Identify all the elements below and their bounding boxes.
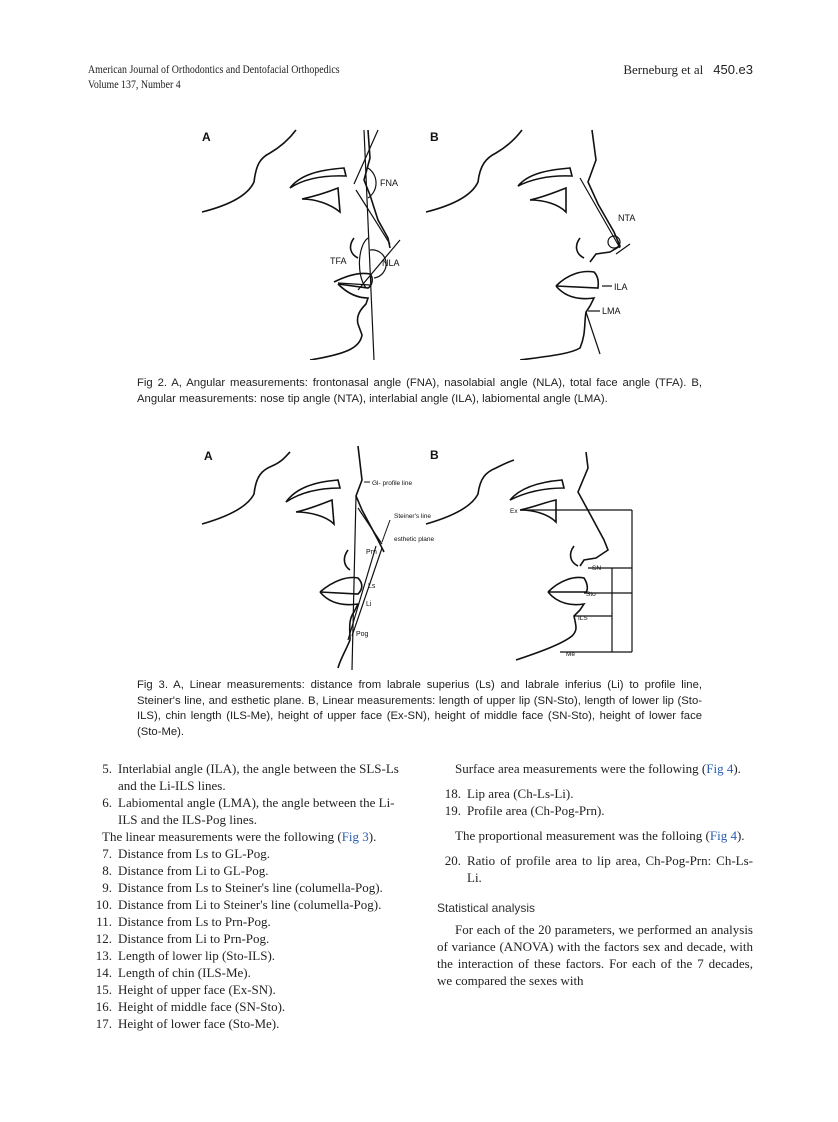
statistical-analysis-paragraph: For each of the 20 parameters, we perfor… xyxy=(437,922,753,988)
annotation-ila: ILA xyxy=(614,282,628,292)
list-item: 10.Distance from Li to Steiner's line (c… xyxy=(95,897,382,912)
figure-2-caption: Fig 2. A, Angular measurements: frontona… xyxy=(137,377,702,405)
right-column: Surface area measurements were the follo… xyxy=(437,760,753,989)
annotation-nta: NTA xyxy=(618,213,635,223)
list-item: 9.Distance from Ls to Steiner's line (co… xyxy=(102,880,383,895)
panel-label-a: A xyxy=(202,130,211,144)
page-number: 450.e3 xyxy=(713,62,753,77)
annotation-lma: LMA xyxy=(602,306,621,316)
list-item: 18.Lip area (Ch-Ls-Li). xyxy=(444,786,574,801)
list-item: 14.Length of chin (ILS-Me). xyxy=(95,965,251,980)
running-header-journal: American Journal of Orthodontics and Den… xyxy=(88,63,340,93)
running-header-page: Berneburg et al 450.e3 xyxy=(623,62,753,78)
annotation-steiners-line: Steiner's line xyxy=(394,513,431,520)
fig-4-link[interactable]: Fig 4 xyxy=(709,828,737,843)
fig-4-link[interactable]: Fig 4 xyxy=(706,761,734,776)
list-item: 7.Distance from Ls to GL-Pog. xyxy=(102,846,271,861)
figure-2b-panel: B NTA ILA LMA xyxy=(425,129,635,360)
fig-3-link[interactable]: Fig 3 xyxy=(341,829,369,844)
list-item: 8.Distance from Li to GL-Pog. xyxy=(102,863,269,878)
section-heading-statistical-analysis: Statistical analysis xyxy=(437,901,536,915)
figure-3b-panel: B Ex SN Sto ILS Me xyxy=(425,448,633,661)
annotation-li: Li xyxy=(366,601,372,608)
proportional-list: 20.Ratio of profile area to lip area, Ch… xyxy=(437,852,753,886)
list-item: 5.Interlabial angle (ILA), the angle bet… xyxy=(102,761,399,793)
list-item: 20.Ratio of profile area to lip area, Ch… xyxy=(444,853,753,885)
linear-measurement-list: 7.Distance from Ls to GL-Pog. 8.Distance… xyxy=(88,845,404,1032)
proportional-intro: The proportional measurement was the fol… xyxy=(455,828,745,843)
annotation-ils: ILS xyxy=(578,615,588,622)
annotation-ex: Ex xyxy=(510,508,518,515)
figure-3-caption: Fig 3. A, Linear measurements: distance … xyxy=(137,679,702,738)
list-item: 19.Profile area (Ch-Pog-Prn). xyxy=(444,803,605,818)
journal-title: American Journal of Orthodontics and Den… xyxy=(88,64,340,76)
linear-measurements-intro: The linear measurements were the followi… xyxy=(102,829,377,844)
figure-2a-panel: A FNA TFA NLA xyxy=(201,129,401,360)
panel-label-b: B xyxy=(430,130,439,144)
authors: Berneburg et al xyxy=(623,62,704,77)
list-item: 15.Height of upper face (Ex-SN). xyxy=(95,982,276,997)
panel-label-b: B xyxy=(430,448,439,462)
annotation-ls: Ls xyxy=(368,583,376,590)
annotation-tfa: TFA xyxy=(330,256,347,266)
list-item: 17.Height of lower face (Sto-Me). xyxy=(95,1016,280,1031)
angular-measurement-list: 5.Interlabial angle (ILA), the angle bet… xyxy=(88,760,404,828)
figure-3a-panel: A Gl- profile line Steiner's line esthet… xyxy=(201,445,434,670)
journal-volume: Volume 137, Number 4 xyxy=(88,79,181,91)
list-item: 12.Distance from Li to Prn-Pog. xyxy=(95,931,270,946)
list-item: 11.Distance from Ls to Prn-Pog. xyxy=(96,914,271,929)
list-item: 6.Labiomental angle (LMA), the angle bet… xyxy=(102,795,395,827)
annotation-me: Me xyxy=(566,651,575,658)
figure-3-drawing: A Gl- profile line Steiner's line esthet… xyxy=(201,445,633,670)
annotation-esthetic-plane: esthetic plane xyxy=(394,536,434,543)
figure-2-drawing: A FNA TFA NLA B NTA xyxy=(201,129,635,360)
annotation-fna: FNA xyxy=(380,178,398,188)
list-item: 13.Length of lower lip (Sto-ILS). xyxy=(95,948,276,963)
annotation-prn: Prn xyxy=(366,549,377,556)
surface-area-intro: Surface area measurements were the follo… xyxy=(455,761,741,776)
left-column: 5.Interlabial angle (ILA), the angle bet… xyxy=(88,760,404,1032)
annotation-nla: NLA xyxy=(382,258,400,268)
annotation-gl-profile-line: Gl- profile line xyxy=(372,480,412,487)
annotation-sn: SN xyxy=(592,565,601,572)
annotation-sto: Sto xyxy=(586,591,596,598)
annotation-pog: Pog xyxy=(356,631,369,638)
list-item: 16.Height of middle face (SN-Sto). xyxy=(95,999,286,1014)
surface-area-list: 18.Lip area (Ch-Ls-Li). 19.Profile area … xyxy=(437,785,753,819)
panel-label-a: A xyxy=(204,449,213,463)
